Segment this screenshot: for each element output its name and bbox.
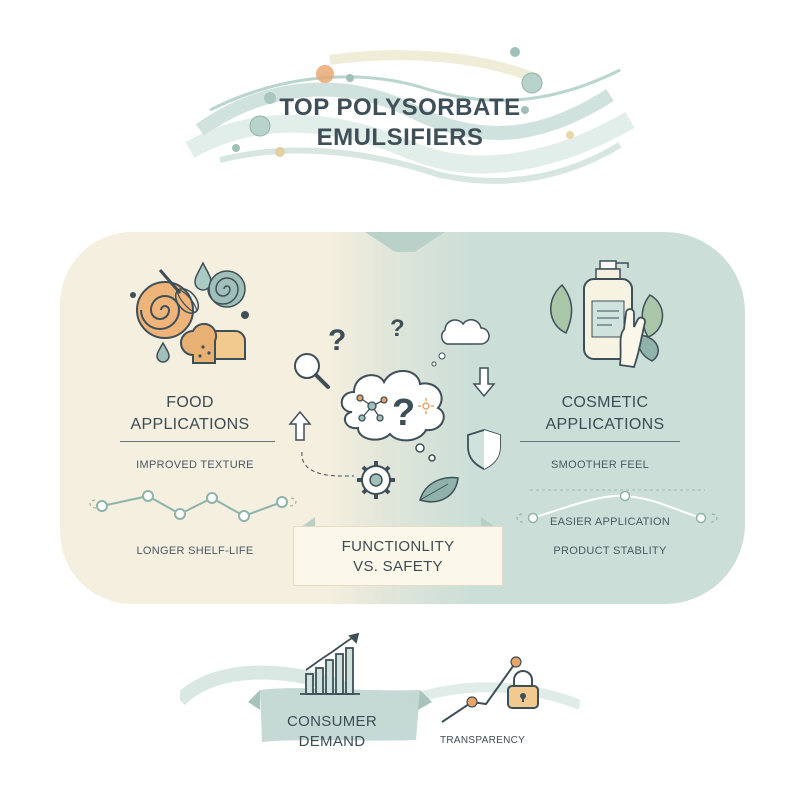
- cosmetic-benefit-2: EASIER APPLICATION: [545, 516, 675, 528]
- bubble-icon: [232, 144, 240, 152]
- whisk-icon: [158, 269, 200, 314]
- question-mark-icon: ?: [328, 324, 346, 357]
- bread-icon: [180, 322, 246, 364]
- food-title: FOOD APPLICATIONS: [130, 392, 250, 436]
- trend-line-icon: [441, 656, 522, 723]
- trend-dot: [527, 512, 539, 524]
- center-dilemma-art: ? ? ?: [288, 315, 501, 503]
- bubble-icon: [316, 65, 334, 83]
- leaf-icon: [549, 283, 664, 362]
- bubble-icon: [264, 92, 276, 104]
- bubble-icon: [346, 74, 354, 82]
- trend-dot: [142, 490, 154, 502]
- sparkle-icon: [418, 398, 434, 414]
- magnifier-icon: [294, 353, 330, 389]
- consumer-demand-label: CONSUMER DEMAND: [262, 712, 402, 752]
- bubble-icon: [275, 147, 285, 157]
- bubble-icon: [249, 115, 271, 137]
- molecule-icon: [356, 394, 388, 422]
- trend-dot: [206, 492, 218, 504]
- cosmetic-icon-cluster: [549, 260, 664, 368]
- consumer-line2: DEMAND: [298, 733, 366, 750]
- thought-cloud-icon: [340, 370, 445, 462]
- food-title-line2: APPLICATIONS: [130, 416, 250, 433]
- spiral-icon: [207, 270, 246, 308]
- trend-dot: [96, 500, 108, 512]
- cosmetic-title-line1: COSMETIC: [561, 394, 649, 411]
- bar-chart-icon: [300, 632, 360, 695]
- lock-icon: [507, 670, 539, 709]
- food-divider: [120, 441, 275, 442]
- page-title-line1: TOP POLYSORBATE: [279, 94, 521, 121]
- food-title-line1: FOOD: [166, 394, 214, 411]
- trend-dot: [695, 512, 707, 524]
- food-benefit-2: LONGER SHELF-LIFE: [136, 545, 254, 557]
- banner-line1: FUNCTIONLITY: [341, 538, 455, 555]
- shield-icon: [467, 429, 501, 471]
- question-mark-icon: ?: [390, 315, 405, 342]
- transparency-label: TRANSPARENCY: [440, 735, 526, 746]
- cosmetic-title-line2: APPLICATIONS: [545, 416, 665, 433]
- cosmetic-benefit-1: SMOOTHER FEEL: [550, 459, 650, 471]
- trend-dot: [276, 496, 288, 508]
- food-icon-cluster: [130, 261, 249, 364]
- thought-cloud-icon: [431, 319, 490, 367]
- bottom-art: [180, 632, 580, 742]
- header-wave-art: [185, 47, 635, 184]
- gear-icon: [357, 461, 395, 499]
- banner-line2: VS. SAFETY: [353, 558, 443, 575]
- food-trend-line: [89, 490, 297, 522]
- bubble-icon: [510, 47, 520, 57]
- trend-dot: [238, 510, 250, 522]
- hand-icon: [619, 308, 646, 368]
- up-arrow-icon: [288, 410, 312, 441]
- cosmetic-title: COSMETIC APPLICATIONS: [530, 392, 680, 436]
- bubble-icon: [521, 72, 543, 94]
- consumer-line1: CONSUMER: [287, 713, 377, 730]
- question-mark-icon: ?: [392, 392, 415, 434]
- water-drop-icon: [156, 261, 212, 363]
- food-benefit-1: IMPROVED TEXTURE: [136, 459, 254, 471]
- trend-dot: [619, 490, 631, 502]
- cosmetic-divider: [520, 441, 680, 442]
- bubble-icon: [521, 106, 529, 114]
- cosmetic-benefit-3: PRODUCT STABLITY: [553, 545, 667, 557]
- page-title-line2: EMULSIFIERS: [316, 124, 484, 151]
- cosmetic-trend-line: [516, 489, 718, 524]
- leaf-icon: [419, 476, 459, 503]
- trend-dot: [174, 508, 186, 520]
- down-arrow-icon: [472, 367, 496, 398]
- center-banner: FUNCTIONLITY VS. SAFETY: [293, 526, 503, 586]
- bubble-icon: [566, 131, 574, 139]
